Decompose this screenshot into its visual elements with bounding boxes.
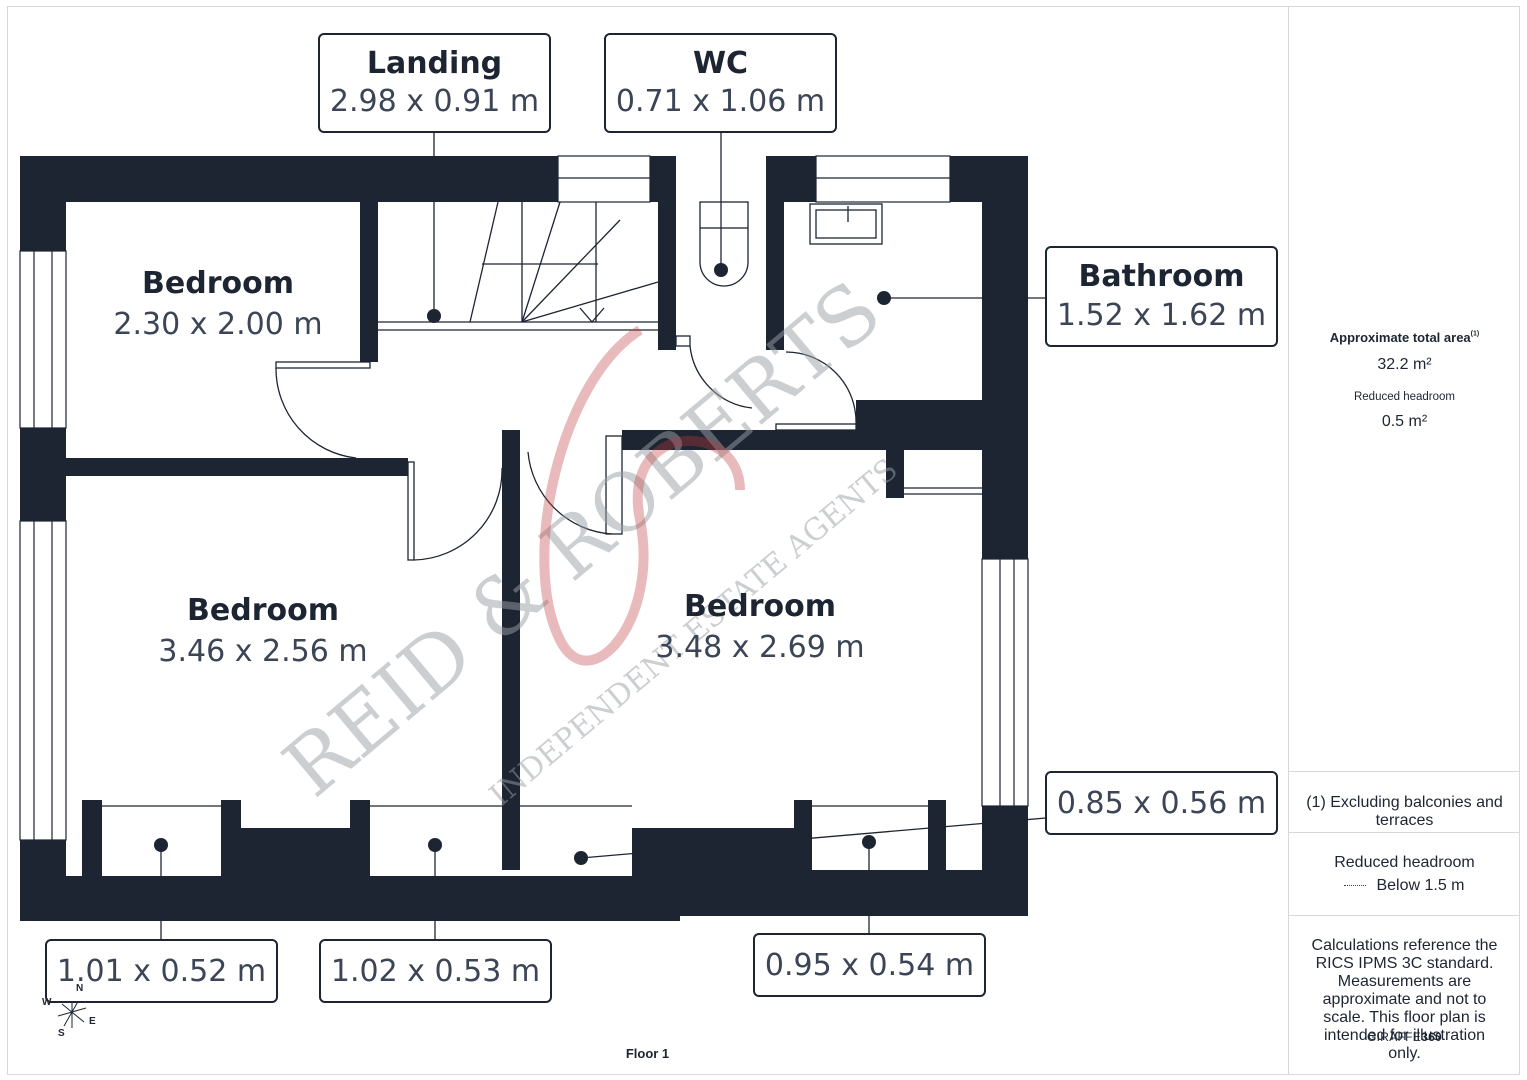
cupboard-1-callout: 1.01 x 0.52 m — [45, 939, 278, 1003]
cupboard-1-dims: 1.01 x 0.52 m — [56, 953, 267, 989]
doors — [275, 335, 982, 561]
cupboard-right-dims: 0.85 x 0.56 m — [1056, 785, 1267, 821]
sidebar-divider-3 — [1289, 915, 1520, 916]
room-dims: 3.46 x 2.56 m — [158, 633, 368, 669]
compass-s: S — [58, 1028, 65, 1039]
legend-row: Below 1.5 m — [1289, 877, 1520, 895]
watermark-logo-icon — [539, 325, 745, 666]
room-name: Bedroom — [142, 266, 294, 301]
total-area-value: 32.2 m² — [1377, 356, 1432, 373]
page-frame — [7, 6, 1520, 1075]
disclaimer: Calculations reference the RICS IPMS 3C … — [1311, 937, 1498, 1062]
stairs — [378, 201, 659, 331]
bathroom-dims: 1.52 x 1.62 m — [1056, 297, 1267, 333]
total-area-sup: (1) — [1470, 330, 1480, 338]
brand-name: GIRAFFE — [1366, 1030, 1422, 1044]
reduced-headroom-value: 0.5 m² — [1381, 413, 1428, 430]
room-name: Bedroom — [684, 589, 836, 624]
wc-callout: WC 0.71 x 1.06 m — [604, 33, 837, 133]
landing-label: Landing — [366, 45, 503, 81]
landing-callout: Landing 2.98 x 0.91 m — [318, 33, 551, 133]
bathroom-callout: Bathroom 1.52 x 1.62 m — [1045, 246, 1278, 347]
room-dims: 3.48 x 2.69 m — [655, 629, 865, 665]
wc-dims: 0.71 x 1.06 m — [615, 84, 826, 120]
room-name: Bedroom — [187, 593, 339, 628]
bathroom-label: Bathroom — [1078, 259, 1245, 295]
legend-item: Below 1.5 m — [1376, 877, 1465, 894]
legend-dotted-swatch — [1344, 885, 1367, 887]
room-dims: 2.30 x 2.00 m — [113, 306, 323, 342]
walls — [20, 156, 1028, 921]
cupboard-2-callout: 1.02 x 0.53 m — [319, 939, 552, 1003]
floor-label: Floor 1 — [625, 1046, 670, 1061]
cupboard-right-callout: 0.85 x 0.56 m — [1045, 771, 1278, 835]
compass-e: E — [89, 1016, 96, 1027]
brand-logo: GIRAFFE360 — [1289, 1028, 1520, 1046]
compass-w: W — [42, 997, 52, 1008]
sidebar-divider-2 — [1289, 832, 1520, 833]
cupboard-3-callout: 0.95 x 0.54 m — [753, 933, 986, 997]
fixtures — [102, 201, 928, 807]
cupboard-2-dims: 1.02 x 0.53 m — [330, 953, 541, 989]
legend-title: Reduced headroom — [1334, 854, 1475, 871]
leader-lines — [160, 132, 1047, 940]
floor-plan: REID & ROBERTS INDEPENDENT ESTATE AGENTS — [19, 132, 1047, 1028]
compass-n: N — [76, 983, 84, 994]
room-bedroom-right: Bedroom 3.48 x 2.69 m — [631, 587, 889, 668]
wc-label: WC — [692, 45, 749, 81]
sidebar-divider-1 — [1289, 771, 1520, 772]
room-bedroom-bottom-left: Bedroom 3.46 x 2.56 m — [134, 591, 392, 672]
reduced-headroom-label: Reduced headroom — [1353, 391, 1455, 403]
room-bedroom-top-left: Bedroom 2.30 x 2.00 m — [90, 264, 346, 345]
sidebar-divider — [1288, 6, 1289, 1075]
total-area-heading: Approximate total area(1) — [1289, 329, 1520, 347]
footnote: (1) Excluding balconies and terraces — [1306, 794, 1503, 829]
windows — [19, 155, 1029, 841]
cupboard-3-dims: 0.95 x 0.54 m — [764, 947, 975, 983]
total-area-label: Approximate total area — [1329, 330, 1471, 345]
brand-number: 360 — [1421, 1030, 1443, 1044]
landing-dims: 2.98 x 0.91 m — [329, 84, 540, 120]
